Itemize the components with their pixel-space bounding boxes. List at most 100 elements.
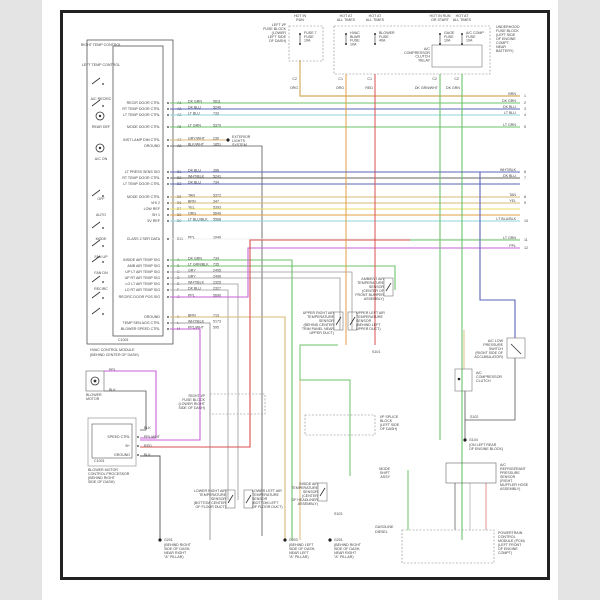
hvac-wire-color: BRN <box>188 313 196 317</box>
fuse-name-line: FUSE 7 <box>304 31 317 35</box>
fuse-name-line: 10A <box>350 42 357 46</box>
ground-label-line: "A" PILLAR) <box>334 555 354 559</box>
hvac-pin-name: GROUND <box>144 315 160 319</box>
ground-label-line: (ON LEFT REAR <box>469 443 497 447</box>
refrig-sensor-line-line: SENSOR <box>500 475 516 479</box>
right-wire-color: TAN <box>509 193 516 197</box>
hvac-pin-name: LT TEMP DOOR CTRL <box>123 113 160 117</box>
fuse-wire-label: RED <box>365 86 373 90</box>
switch-icon <box>91 255 101 263</box>
blower-control-line-line: BLOWER MOTOR <box>88 468 118 472</box>
thermistor-icon <box>335 316 342 326</box>
ac-refrigerant-sensor-box <box>445 462 497 484</box>
relay-label-line: RELAY <box>418 58 430 62</box>
ac-clutch-coil-icon <box>457 377 461 381</box>
sensor-label-line: FRONT BUMPER <box>355 293 384 297</box>
fuse-hot-label-line: HOT AT <box>456 14 469 18</box>
hvac-circuit-number: 5393 <box>213 205 221 209</box>
hvac-circuit-number: 5372 <box>213 193 221 197</box>
hvac-pin-name: 5V REF <box>147 219 160 223</box>
hvac-wire-color: LT GRN <box>188 123 201 127</box>
right-wire-color: DK BLU <box>503 174 516 178</box>
fuse-hot-label-line: HOT AT <box>369 14 382 18</box>
fuse-pin-label: C1 <box>338 77 343 81</box>
fuse-wire-label: DK GRN <box>446 86 460 90</box>
right-ip-line-line: RIGHT I/P <box>188 394 205 398</box>
underhood-label-line: (LEFT SIDE <box>496 33 516 37</box>
pcm-line-line: CONTROL <box>498 535 516 539</box>
underhood-fuse-block <box>333 25 491 75</box>
fuse-name-line: FUSE <box>444 35 454 39</box>
sensor-box <box>347 311 358 331</box>
fuse-block-label-line: LEFT I/P <box>272 23 287 27</box>
pcm-line-line: (LEFT FRONT <box>498 543 522 547</box>
sensor-label-line: OF FLOOR DUCT) <box>195 505 226 509</box>
right-wire-number: 8 <box>524 195 526 199</box>
hvac-circuit-number: 735 <box>213 262 219 266</box>
blower-control-pin: B+ <box>126 444 131 448</box>
pin-terminal-icon <box>167 283 169 285</box>
wire-group <box>104 60 520 540</box>
relay-label-line: A/C <box>424 47 430 51</box>
hvac-wire-color: GRY/WHT <box>188 136 206 140</box>
hvac-wire-color: BLK/WHT <box>188 142 205 146</box>
hvac-pin-name: VHI 2 <box>151 201 160 205</box>
blower-control-pin: SPEED CTRL <box>107 435 130 439</box>
switch-icon <box>91 221 101 229</box>
fuse-name-line: 10A <box>466 39 473 43</box>
right-wire-number: 7 <box>524 176 526 180</box>
hvac-wire-color: YEL <box>188 205 195 209</box>
hvac-pin-name: RT TEMP DOOR CTRL <box>122 107 160 111</box>
hvac-module-outer <box>86 39 174 345</box>
ac-clutch-line-line: COMPRESSOR <box>476 375 502 379</box>
fuse-block-label-line: OF DASH) <box>269 39 286 43</box>
ground-label-line: SIDE OF DASH, <box>164 547 190 551</box>
fuse-hot-label-line: HOT IN <box>294 14 307 18</box>
fuse-block-label-line: LEFT SIDE <box>268 35 287 39</box>
pin-terminal-icon <box>167 214 169 216</box>
sensor-label-line: SENSOR <box>319 319 335 323</box>
refrig-sensor-line-line: PRESSURE <box>500 471 520 475</box>
switch-contact-icon <box>102 313 104 315</box>
hvac-pin-name: RECIRC DOOR POS SIG <box>119 295 161 299</box>
fuse-name-line: BLOWER <box>379 31 395 35</box>
pin-terminal-icon <box>167 259 169 261</box>
sensor-label-line: TEMPERATURE <box>199 493 226 497</box>
sensor-label-line: (BEHIND LEFT <box>356 323 381 327</box>
indicator-lamp-dot-icon <box>98 146 102 150</box>
right-wire-color: BRN <box>508 92 516 96</box>
fuse-hot-label-line: RUN <box>296 18 304 22</box>
refrig-sensor-line-line: REFRIGERANT <box>500 467 527 471</box>
blower-wire-a: PPL <box>109 368 116 372</box>
ground-id: G201 <box>164 538 173 542</box>
sensor-label-line: UPPER DUCT) <box>356 327 381 331</box>
sensor-label-line: ASSEMBLY) <box>364 297 384 301</box>
blower-motor-line-line: MOTOR <box>86 397 100 401</box>
hvac-wire-color: BRN <box>188 199 196 203</box>
sensor-label-line: UPPER DUCT) <box>309 331 334 335</box>
hvac-wire-color: WHT/BLK <box>188 174 205 178</box>
fuse-wire-label: DK GRN/WHT <box>415 86 439 90</box>
hvac-circuit-number: 5690 <box>213 293 221 297</box>
hvac-pin-name: LO RT AIR TEMP SIG <box>125 288 160 292</box>
wire-inside-air <box>170 259 293 540</box>
hvac-pin-name: TEMP SEN AGG CTRL <box>123 321 160 325</box>
sensor-label-line: SENSOR <box>303 490 319 494</box>
wire-blower-red <box>140 239 520 448</box>
pin-terminal-icon <box>137 445 139 447</box>
thermistor-icon <box>227 494 234 504</box>
wire-clutch-gnd <box>464 358 516 421</box>
splice-s103: S103 <box>334 512 342 516</box>
refrig-sensor-line-line: ASSEMBLY) <box>500 487 520 491</box>
fuse-hot-label-line: HOT AT <box>340 14 353 18</box>
sensor-label-line: TEMPERATURE <box>357 281 384 285</box>
pcm-line-line: OF ENGINE <box>498 547 518 551</box>
hvac-circuit-number: 719 <box>213 313 219 317</box>
pressure-switch-line-line: SWITCH <box>489 347 504 351</box>
wire-temp-agg <box>170 322 211 540</box>
pcm-line-line: POWERTRAIN <box>498 531 523 535</box>
pcm-row-diesel: DIESEL <box>375 530 388 534</box>
